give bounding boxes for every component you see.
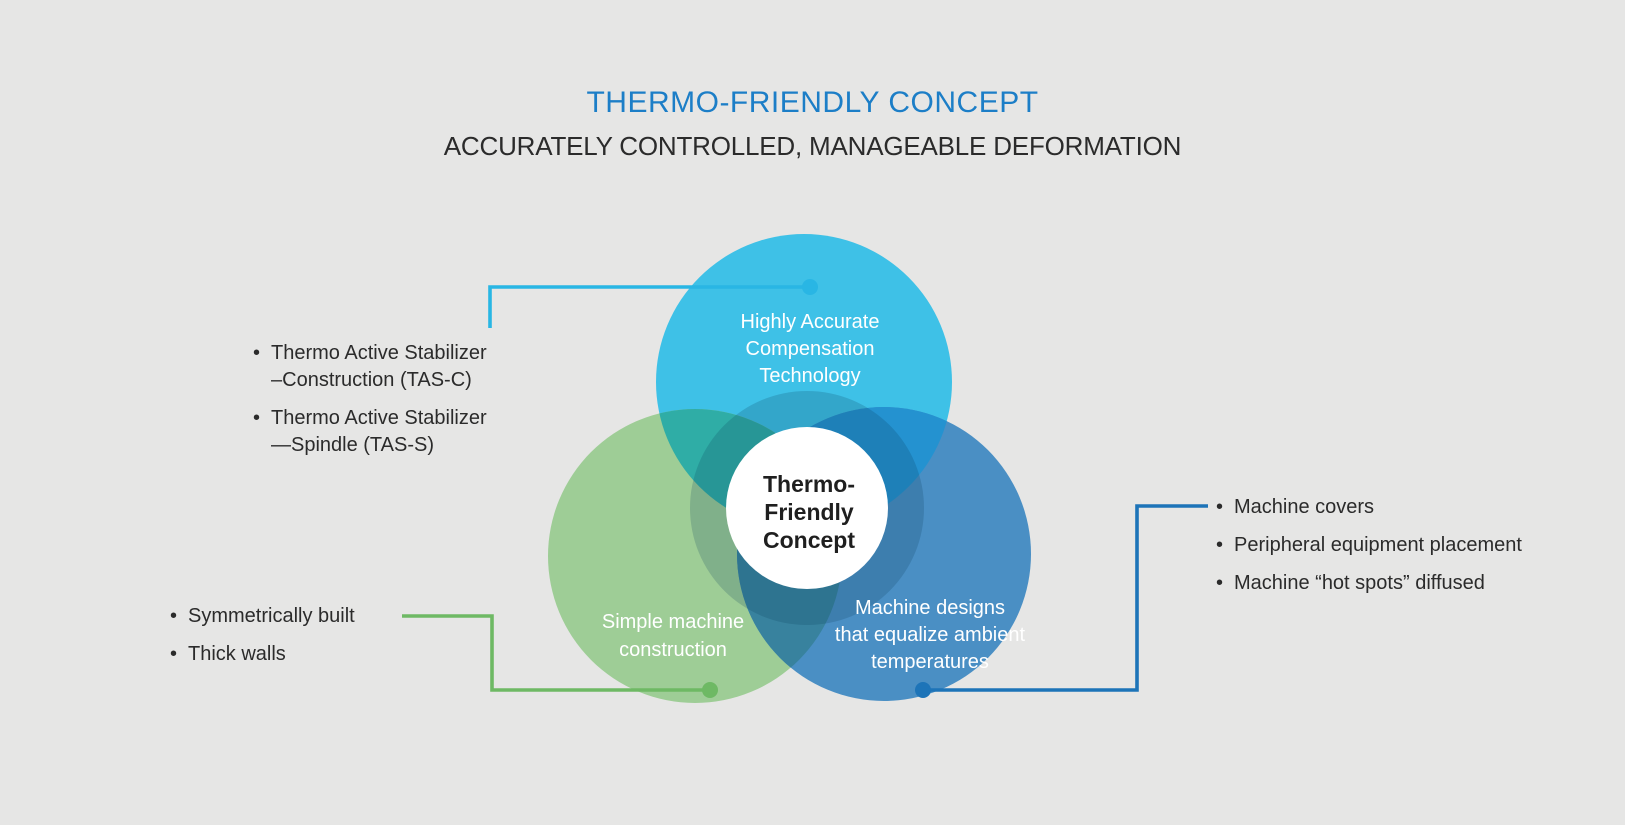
- center-circle-label-line: Friendly: [764, 499, 854, 525]
- page-subtitle: ACCURATELY CONTROLLED, MANAGEABLE DEFORM…: [443, 131, 1182, 161]
- bullet-icon: •: [1216, 534, 1224, 556]
- top-circle-label-line: Highly Accurate: [740, 311, 880, 333]
- annotation-text: Machine covers: [1234, 496, 1375, 518]
- annotation-list-construction: • Symmetrically built • Thick walls: [170, 603, 355, 679]
- right-circle-label: Machine designs that equalize ambient te…: [835, 595, 1025, 676]
- center-circle-label: Thermo- Friendly Concept: [763, 470, 855, 554]
- top-circle-label-line: Technology: [759, 365, 861, 387]
- annotation-text: Machine “hot spots” diffused: [1234, 572, 1485, 594]
- center-circle-label-line: Thermo-: [763, 471, 855, 497]
- right-circle-label-line: Machine designs: [854, 597, 1006, 619]
- bullet-icon: •: [170, 605, 178, 627]
- annotation-text: Thermo Active Stabilizer –Construction (…: [271, 342, 487, 391]
- center-circle-label-line: Concept: [763, 527, 855, 553]
- bullet-icon: •: [1216, 496, 1224, 518]
- connector-cyan-line: [488, 285, 810, 328]
- annotation-text: Peripheral equipment placement: [1234, 534, 1522, 556]
- connector-green-line: [402, 614, 710, 692]
- right-circle-label-line: temperatures: [871, 651, 989, 673]
- annotation-item-peripheral: • Peripheral equipment placement: [1216, 532, 1522, 559]
- top-circle-label: Highly Accurate Compensation Technology: [741, 309, 880, 390]
- connector-cyan-dot: [802, 279, 818, 295]
- center-circle: [726, 427, 888, 589]
- annotation-item-tas-s: • Thermo Active Stabilizer —Spindle (TAS…: [253, 405, 487, 459]
- annotation-item-symmetrical: • Symmetrically built: [170, 603, 355, 630]
- annotation-text: Thick walls: [188, 643, 286, 665]
- page-title: THERMO-FRIENDLY CONCEPT: [586, 86, 1039, 119]
- annotation-item-hot-spots: • Machine “hot spots” diffused: [1216, 570, 1522, 597]
- left-circle-label-line: construction: [619, 639, 727, 661]
- annotation-item-thick-walls: • Thick walls: [170, 641, 355, 668]
- bullet-icon: •: [253, 342, 261, 364]
- bullet-icon: •: [253, 407, 261, 429]
- annotation-list-stabilizers: • Thermo Active Stabilizer –Construction…: [253, 340, 487, 470]
- connector-blue-dot: [915, 682, 931, 698]
- right-circle-label-line: that equalize ambient: [834, 624, 1026, 646]
- top-circle-label-line: Compensation: [745, 338, 875, 360]
- annotation-text: Symmetrically built: [188, 605, 355, 627]
- connector-blue-line: [923, 504, 1208, 692]
- connector-green-dot: [702, 682, 718, 698]
- left-circle-label: Simple machine construction: [602, 608, 744, 664]
- bullet-icon: •: [170, 643, 178, 665]
- annotation-list-ambient: • Machine covers • Peripheral equipment …: [1216, 494, 1522, 608]
- bullet-icon: •: [1216, 572, 1224, 594]
- left-circle-label-line: Simple machine: [601, 611, 745, 633]
- annotation-text: Thermo Active Stabilizer —Spindle (TAS-S…: [271, 407, 487, 456]
- annotation-item-covers: • Machine covers: [1216, 494, 1522, 521]
- annotation-item-tas-c: • Thermo Active Stabilizer –Construction…: [253, 340, 487, 394]
